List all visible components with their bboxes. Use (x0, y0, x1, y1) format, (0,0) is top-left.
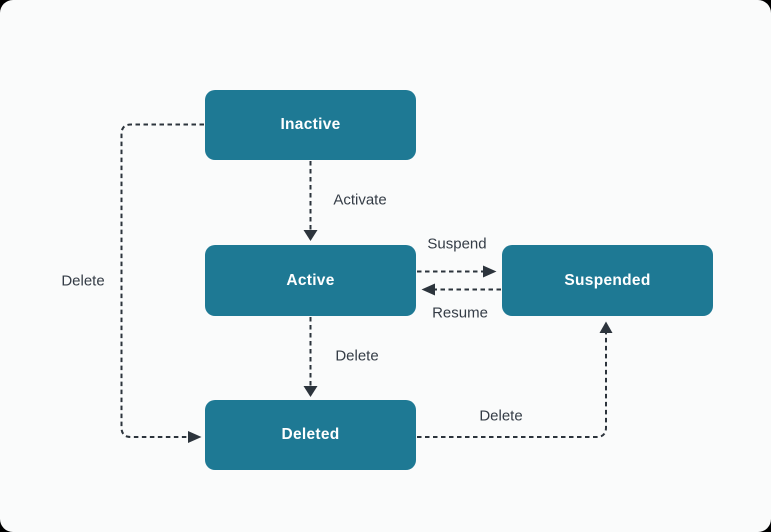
arrowhead-active-to-suspended (483, 265, 497, 278)
transition-label-delete-inactive-deleted: Delete (61, 272, 105, 290)
state-node-deleted: Deleted (205, 400, 416, 470)
state-label-suspended: Suspended (564, 271, 651, 289)
arrow-inactive-to-deleted (120, 123, 204, 438)
transition-label-activate: Activate (333, 191, 387, 209)
transition-label-resume: Resume (432, 304, 488, 322)
state-node-suspended: Suspended (502, 245, 713, 316)
state-node-active: Active (205, 245, 416, 316)
arrowhead-deleted-to-suspended (599, 321, 613, 333)
state-label-active: Active (286, 271, 335, 289)
transition-label-delete-active-deleted: Delete (335, 347, 379, 365)
state-label-inactive: Inactive (280, 116, 341, 133)
state-label-deleted: Deleted (281, 426, 340, 443)
transition-label-delete-deleted-suspended: Delete (479, 407, 523, 425)
state-node-inactive: Inactive (205, 90, 416, 160)
arrowhead-inactive-to-deleted (188, 431, 202, 443)
arrowhead-suspended-to-active (421, 283, 435, 296)
arrowhead-inactive-to-active (303, 230, 318, 241)
transition-label-suspend: Suspend (427, 235, 487, 253)
arrowhead-active-to-deleted (303, 386, 318, 397)
